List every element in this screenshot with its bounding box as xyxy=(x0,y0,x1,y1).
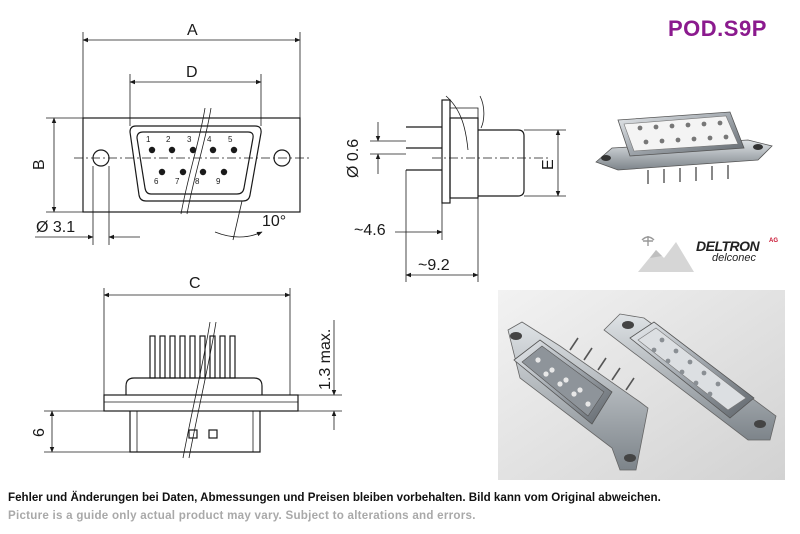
brand-sub: delconec xyxy=(712,252,757,264)
dim-c-label: C xyxy=(189,275,201,292)
disclaimer-english: Picture is a guide only actual product m… xyxy=(8,509,476,522)
front-view: 1 2 3 4 5 6 7 8 9 A D B Ø 3.1 10 xyxy=(31,22,312,245)
brand-logo: DELTRON AG delconec xyxy=(636,232,781,276)
dim-6-label: 6 xyxy=(31,428,48,437)
brand-suffix: AG xyxy=(769,238,778,244)
pin-number: 5 xyxy=(228,135,233,144)
dim-max-label: 1.3 max. xyxy=(317,329,334,390)
bottom-view: C 1.3 max. 6 xyxy=(31,275,342,459)
pin-number: 1 xyxy=(146,135,151,144)
break-line xyxy=(180,107,206,215)
pin-number: 6 xyxy=(154,177,159,186)
front-shell-outer xyxy=(129,125,262,202)
front-flange xyxy=(82,117,301,213)
dim-pin-label: Ø 0.6 xyxy=(345,139,362,178)
pin-number: 7 xyxy=(175,177,180,186)
dim-d-label: D xyxy=(186,64,198,81)
dim-92-label: ~9.2 xyxy=(418,257,450,274)
product-code: POD.S9P xyxy=(668,16,767,41)
dim-b-label: B xyxy=(31,159,48,170)
side-shell xyxy=(478,129,525,197)
pin-number: 3 xyxy=(187,135,192,144)
side-flange xyxy=(441,99,451,204)
pin-number: 9 xyxy=(216,177,221,186)
dim-46-label: ~4.6 xyxy=(354,222,386,239)
brand-name: DELTRON xyxy=(696,238,760,254)
pin-number: 4 xyxy=(207,135,212,144)
side-view: Ø 0.6 E ~4.6 ~9.2 xyxy=(345,95,566,282)
break-line xyxy=(186,107,212,215)
bottom-flange xyxy=(103,394,299,412)
pin-number: 8 xyxy=(195,177,200,186)
front-shell-inner xyxy=(136,131,254,195)
pins-bottom-row xyxy=(158,168,228,176)
bottom-shell xyxy=(129,411,261,453)
bottom-body xyxy=(125,377,263,395)
bottom-pins xyxy=(149,335,236,379)
pins-top-row xyxy=(148,146,238,154)
product-photo xyxy=(498,290,785,480)
dim-e-label: E xyxy=(540,159,557,170)
product-render xyxy=(595,111,773,184)
dim-hole-label: Ø 3.1 xyxy=(36,219,75,236)
pin-number: 2 xyxy=(166,135,171,144)
dim-angle-label: 10° xyxy=(262,213,286,230)
disclaimer-german: Fehler und Änderungen bei Daten, Abmessu… xyxy=(8,491,661,504)
mountain-icon xyxy=(638,236,694,272)
dim-a-label: A xyxy=(187,22,198,39)
